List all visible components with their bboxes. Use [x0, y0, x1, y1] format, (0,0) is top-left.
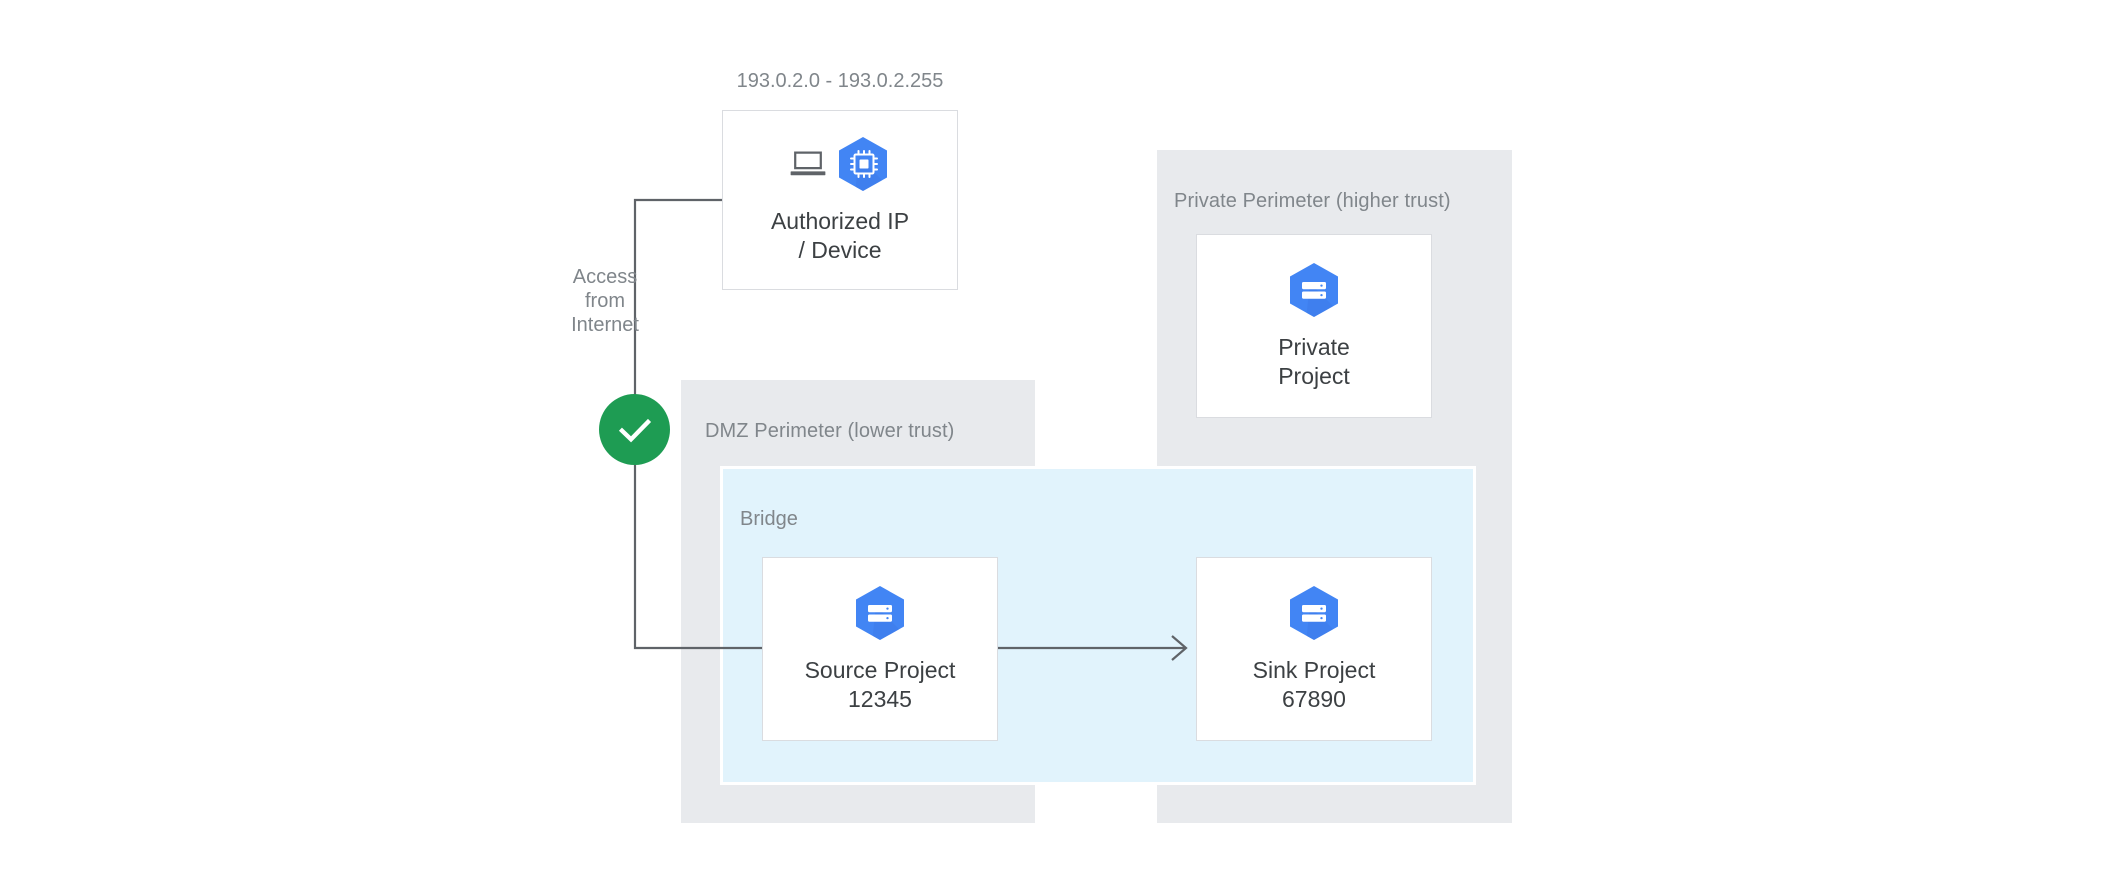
laptop-icon — [790, 151, 826, 176]
check-icon — [618, 418, 651, 442]
access-allowed-badge — [599, 394, 670, 465]
project-hexagon-icon — [1290, 586, 1338, 640]
node-authorized-ip-icons — [789, 135, 891, 193]
node-sink-project[interactable]: Sink Project 67890 — [1196, 557, 1432, 741]
node-authorized-ip-device[interactable]: Authorized IP / Device — [722, 110, 958, 290]
node-private-project[interactable]: Private Project — [1196, 234, 1432, 418]
compute-hexagon-icon — [839, 137, 887, 191]
project-hexagon-icon — [1290, 263, 1338, 317]
node-sink-project-label: Sink Project 67890 — [1252, 657, 1376, 712]
bridge-label: Bridge — [740, 508, 798, 530]
node-authorized-ip-label: Authorized IP / Device — [770, 208, 910, 263]
project-hexagon-icon — [856, 586, 904, 640]
node-sink-project-icons — [1286, 584, 1342, 642]
node-source-project-label: Source Project 12345 — [804, 657, 956, 712]
node-private-project-icons — [1286, 261, 1342, 319]
node-private-project-label: Private Project — [1278, 334, 1350, 389]
access-from-internet-label: Access from Internet — [571, 266, 639, 336]
ip-range-label: 193.0.2.0 - 193.0.2.255 — [736, 70, 944, 92]
node-source-project[interactable]: Source Project 12345 — [762, 557, 998, 741]
dmz-perimeter-label: DMZ Perimeter (lower trust) — [705, 420, 955, 442]
node-source-project-icons — [852, 584, 908, 642]
private-perimeter-label: Private Perimeter (higher trust) — [1174, 190, 1451, 212]
